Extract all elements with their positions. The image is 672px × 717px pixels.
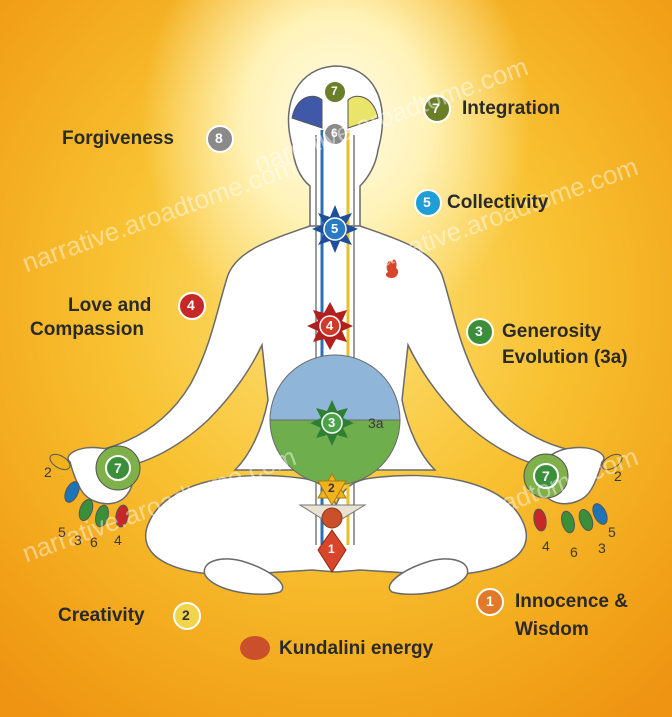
right-finger-pinky: 5 xyxy=(608,524,616,540)
legend-dot-4 xyxy=(178,292,206,320)
right-fingertips xyxy=(533,453,623,534)
right-palm-chakra xyxy=(523,453,569,499)
chakra-2-number: 2 xyxy=(328,481,335,495)
kundalini-coil xyxy=(321,507,343,529)
chakra-4-star xyxy=(307,302,353,350)
right-finger-index: 4 xyxy=(542,538,550,554)
chakra-3-star xyxy=(310,400,354,446)
legend-dot-2 xyxy=(173,602,201,630)
right-finger-thumb: 2 xyxy=(614,468,622,484)
badge-2-number: 2 xyxy=(182,607,190,623)
chakra-1-diamond xyxy=(317,529,347,573)
right-finger-middle: 6 xyxy=(570,544,578,560)
badge-7-head xyxy=(323,80,347,104)
chakra-5-number: 5 xyxy=(331,221,339,236)
chakra-5-star xyxy=(312,205,358,253)
badge-5-number: 5 xyxy=(423,194,431,210)
label-collectivity: Collectivity xyxy=(447,192,549,213)
chakra-3-number: 3 xyxy=(328,415,336,430)
badge-8-number: 8 xyxy=(215,130,223,146)
label-creativity: Creativity xyxy=(58,605,145,626)
chakra-1-number: 1 xyxy=(328,542,335,556)
label-compassion: Compassion xyxy=(30,319,145,340)
label-innocence: Innocence & xyxy=(515,591,628,612)
left-palm-number: 7 xyxy=(114,460,122,476)
legend-dot-3 xyxy=(466,318,494,346)
right-finger-ring: 3 xyxy=(598,540,606,556)
label-integration: Integration xyxy=(462,98,561,119)
label-forgiveness: Forgiveness xyxy=(62,128,174,149)
label-generosity: Generosity xyxy=(502,321,602,342)
label-wisdom: Wisdom xyxy=(515,619,589,640)
chakra-4-number: 4 xyxy=(326,318,334,333)
chakra-2-star xyxy=(317,473,347,506)
badge-6-head xyxy=(323,122,347,146)
right-palm-number: 7 xyxy=(542,468,550,484)
legend-dot-1 xyxy=(476,588,504,616)
legend-dot-5 xyxy=(414,189,442,217)
label-kundalini: Kundalini energy xyxy=(279,638,434,659)
void-circle xyxy=(269,354,401,486)
left-finger-thumb: 2 xyxy=(44,464,52,480)
left-finger-index: 4 xyxy=(114,532,122,548)
kundalini-legend-icon xyxy=(240,636,270,660)
left-finger-pinky: 5 xyxy=(58,524,66,540)
legend-dot-7 xyxy=(423,95,451,123)
left-finger-ring: 3 xyxy=(74,532,82,548)
badge-4-number: 4 xyxy=(187,297,195,313)
chakra-3a-number: 3a xyxy=(368,415,384,431)
label-love-and: Love and xyxy=(68,295,152,316)
label-evolution: Evolution (3a) xyxy=(502,347,628,368)
left-finger-middle: 6 xyxy=(90,534,98,550)
badge-1-number: 1 xyxy=(486,593,494,609)
head-7-number: 7 xyxy=(331,84,338,98)
badge-7-number: 7 xyxy=(432,100,440,116)
head-6-number: 6 xyxy=(331,126,338,140)
badge-3-number: 3 xyxy=(475,323,483,339)
left-fingertips xyxy=(49,453,129,528)
left-palm-chakra xyxy=(95,445,141,491)
legend-dot-8 xyxy=(206,125,234,153)
